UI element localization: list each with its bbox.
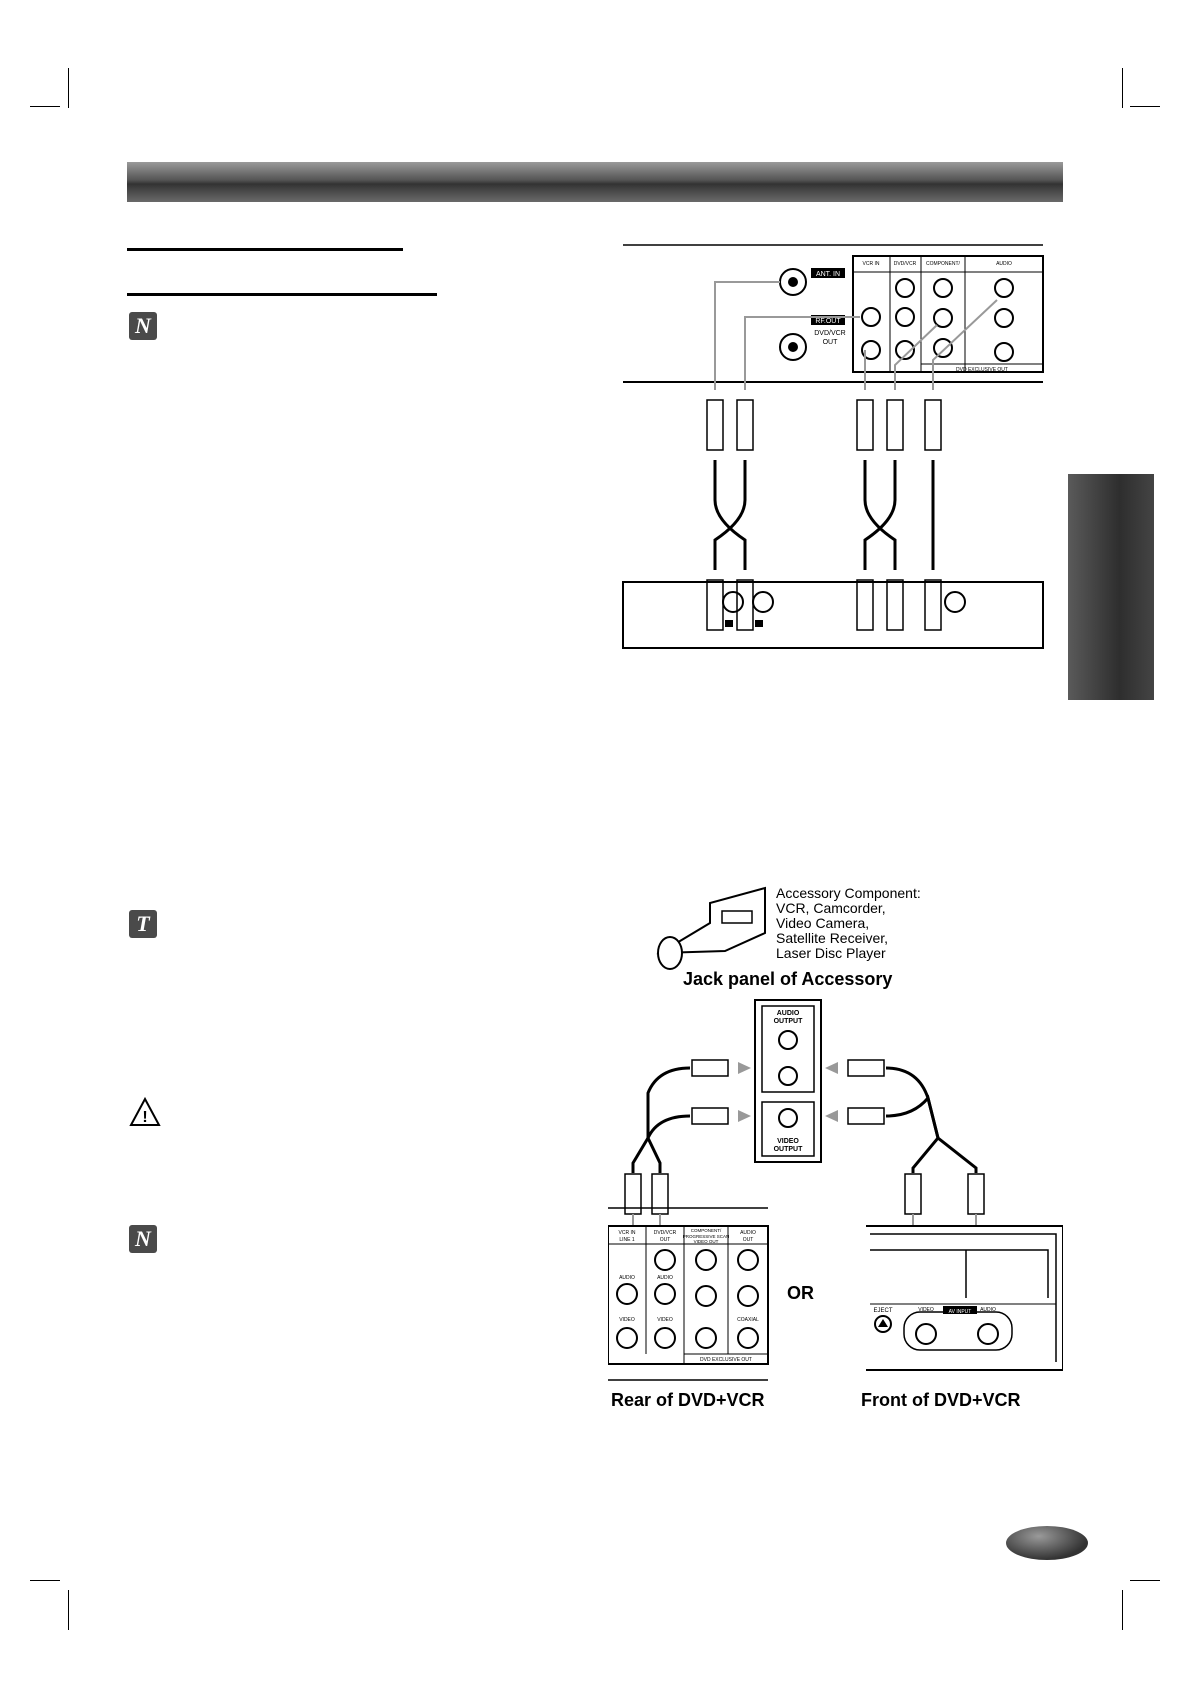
crop-mark: [30, 1580, 60, 1581]
svg-text:DVD EXCLUSIVE OUT: DVD EXCLUSIVE OUT: [956, 367, 1008, 373]
jack-panel-label: Jack panel of Accessory: [683, 969, 893, 989]
svg-text:COAXIAL: COAXIAL: [737, 1317, 759, 1323]
svg-text:OUT: OUT: [823, 339, 839, 346]
svg-text:AUDIO: AUDIO: [996, 261, 1012, 267]
svg-text:DVD/VCR: DVD/VCR: [894, 261, 917, 267]
svg-text:EJECT: EJECT: [873, 1308, 892, 1314]
page-number-badge: [1006, 1526, 1088, 1560]
svg-text:LINE 1: LINE 1: [619, 1237, 635, 1243]
crop-mark: [30, 106, 60, 107]
warning-icon: !: [129, 1097, 161, 1126]
crop-mark: [68, 1590, 69, 1630]
svg-text:AUDIO: AUDIO: [657, 1275, 673, 1281]
crop-mark: [1122, 68, 1123, 108]
svg-text:!: !: [142, 1109, 147, 1126]
svg-text:DVD/VCR: DVD/VCR: [654, 1230, 677, 1236]
front-of-dvdvcr-label: Front of DVD+VCR: [861, 1390, 1021, 1410]
heading-rule: [127, 293, 437, 296]
svg-text:AUDIO: AUDIO: [980, 1307, 996, 1313]
svg-text:PROGRESSIVE SCAN: PROGRESSIVE SCAN: [683, 1234, 730, 1239]
svg-text:VIDEO: VIDEO: [619, 1317, 635, 1323]
note-icon: N: [129, 312, 157, 340]
svg-text:OUT: OUT: [743, 1237, 754, 1243]
svg-text:VCR IN: VCR IN: [863, 261, 880, 267]
svg-text:OUTPUT: OUTPUT: [774, 1018, 804, 1025]
svg-text:RF.OUT: RF.OUT: [815, 318, 841, 325]
svg-text:DVD EXCLUSIVE OUT: DVD EXCLUSIVE OUT: [700, 1357, 752, 1363]
svg-text:VIDEO OUT: VIDEO OUT: [694, 1239, 719, 1244]
or-label: OR: [787, 1283, 814, 1303]
rear-connection-diagram: ANT. IN RF.OUT DVD/VCR OUT VCR IN DVD/VC…: [622, 244, 1044, 649]
svg-text:COMPONENT/: COMPONENT/: [691, 1228, 722, 1233]
heading-rule: [127, 248, 403, 251]
svg-text:VIDEO: VIDEO: [657, 1317, 673, 1323]
svg-text:AUDIO: AUDIO: [777, 1010, 800, 1017]
crop-mark: [1122, 1590, 1123, 1630]
svg-text:DVD/VCR: DVD/VCR: [814, 330, 846, 337]
svg-text:COMPONENT/: COMPONENT/: [926, 261, 961, 267]
svg-text:AUDIO: AUDIO: [619, 1275, 635, 1281]
tip-icon: T: [129, 910, 157, 938]
svg-text:AUDIO: AUDIO: [740, 1230, 756, 1236]
svg-text:VIDEO: VIDEO: [777, 1138, 799, 1145]
svg-text:AV INPUT: AV INPUT: [949, 1309, 972, 1315]
crop-mark: [1130, 1580, 1160, 1581]
accessory-connection-diagram: AUDIO OUTPUT VIDEO OUTPUT VCR IN LINE 1 …: [608, 999, 1063, 1381]
svg-text:VIDEO: VIDEO: [918, 1307, 934, 1313]
chapter-side-tab: [1068, 474, 1154, 700]
svg-text:OUT: OUT: [660, 1237, 671, 1243]
svg-text:ANT. IN: ANT. IN: [816, 271, 840, 278]
svg-text:VCR IN: VCR IN: [619, 1230, 636, 1236]
note-icon: N: [129, 1225, 157, 1253]
section-title-bar: [127, 162, 1063, 202]
svg-text:OUTPUT: OUTPUT: [774, 1146, 804, 1153]
crop-mark: [1130, 106, 1160, 107]
accessory-plug-icon: [656, 886, 766, 970]
rear-of-dvdvcr-label: Rear of DVD+VCR: [611, 1390, 765, 1410]
accessory-component-text: Accessory Component: VCR, Camcorder, Vid…: [776, 885, 921, 961]
crop-mark: [68, 68, 69, 108]
